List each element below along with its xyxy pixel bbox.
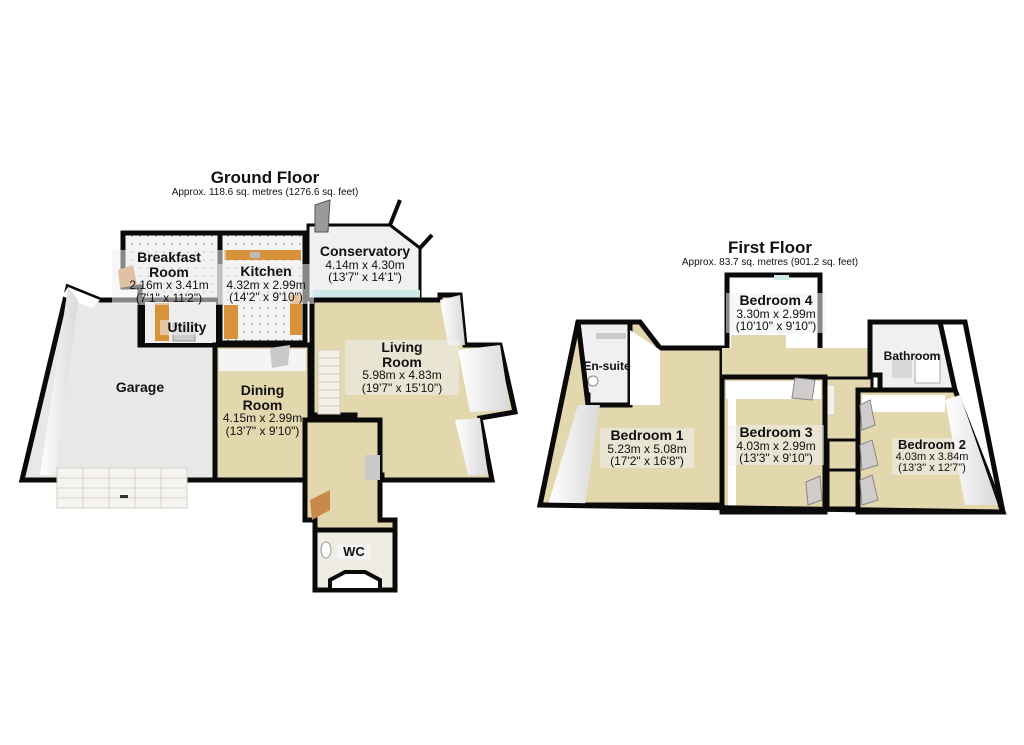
cupboards [826, 438, 860, 510]
breakfast-room-label: Breakfast Room 2.16m x 3.41m (7'1" x 11'… [112, 250, 226, 305]
breakfast-room-imperial: (7'1" x 11'2") [135, 290, 203, 305]
bedroom-1-label: Bedroom 1 5.23m x 5.08m (17'2" x 16'8") [600, 428, 694, 468]
first-floor-area: Approx. 83.7 sq. metres (901.2 sq. feet) [681, 257, 859, 268]
breakfast-room-metric: 2.16m x 3.41m [129, 278, 209, 293]
bedroom-1-name: Bedroom 1 [610, 427, 684, 443]
utility-label: Utility [160, 320, 214, 335]
dining-room-label: Dining Room 4.15m x 2.99m (13'7" x 9'10"… [215, 383, 310, 438]
kitchen-metric: 4.32m x 2.99m [226, 277, 306, 292]
bedroom-3-metric: 4.03m x 2.99m [736, 438, 816, 453]
bathroom-label: Bathroom [878, 350, 946, 363]
bedroom-3-imperial: (13'3" x 9'10") [739, 451, 813, 466]
ground-floor-title: Ground Floor [210, 168, 320, 187]
dining-room-name-2: Room [242, 396, 283, 413]
bedroom-1-room [536, 319, 725, 508]
conservatory-metric: 4.14m x 4.30m [325, 257, 405, 272]
dining-room-metric: 4.15m x 2.99m [222, 411, 303, 426]
breakfast-room-name-2: Room [149, 263, 189, 280]
dining-room-imperial: (13'7" x 9'10") [225, 423, 300, 438]
bedroom-2-metric: 4.03m x 3.84m [895, 450, 969, 463]
garage-room [18, 283, 218, 509]
bedroom-3-label: Bedroom 3 4.03m x 2.99m (13'3" x 9'10") [728, 425, 824, 465]
living-room-label: Living Room 5.98m x 4.83m (19'7" x 15'10… [345, 340, 459, 395]
bedroom-2-label: Bedroom 2 4.03m x 3.84m (13'3" x 12'7") [892, 438, 972, 475]
utility-name: Utility [167, 319, 207, 335]
dining-room-name: Dining [240, 382, 285, 398]
en-suite-name: En-suite [583, 359, 631, 373]
garage-label: Garage [100, 380, 180, 395]
conservatory-label: Conservatory 4.14m x 4.30m (13'7" x 14'1… [310, 244, 420, 284]
garage-name: Garage [115, 379, 165, 395]
kitchen-name: Kitchen [240, 263, 292, 279]
staircase [317, 349, 341, 415]
en-suite-label: En-suite [582, 360, 632, 373]
bedroom-2-name: Bedroom 2 [898, 437, 966, 452]
bedroom-4-imperial: (10'10" x 9'10") [735, 319, 817, 334]
living-room-metric: 5.98m x 4.83m [362, 368, 442, 383]
bedroom-4-name: Bedroom 4 [739, 292, 813, 308]
living-room-imperial: (19'7" x 15'10") [361, 380, 443, 395]
kitchen-imperial: (14'2" x 9'10") [229, 290, 303, 305]
conservatory-name: Conservatory [319, 243, 411, 259]
conservatory-imperial: (13'7" x 14'1") [328, 270, 402, 285]
bedroom-1-metric: 5.23m x 5.08m [607, 441, 687, 456]
ground-floor-area: Approx. 118.6 sq. metres (1276.6 sq. fee… [171, 187, 359, 198]
bedroom-4-label: Bedroom 4 3.30m x 2.99m (10'10" x 9'10") [726, 293, 826, 333]
kitchen-label: Kitchen 4.32m x 2.99m (14'2" x 9'10") [218, 264, 314, 304]
conservatory-room [306, 199, 434, 302]
bedroom-1-imperial: (17'2" x 16'8") [610, 454, 684, 469]
first-floor-title: First Floor [727, 238, 813, 257]
wc-room [312, 527, 398, 593]
wc-name: WC [343, 544, 365, 559]
breakfast-room-name: Breakfast [137, 249, 201, 265]
bedroom-4-metric: 3.30m x 2.99m [736, 306, 816, 321]
bedroom-2-imperial: (13'3" x 12'7") [898, 462, 966, 475]
bedroom-3-name: Bedroom 3 [739, 424, 813, 440]
dining-room [212, 342, 313, 483]
living-room-name: Living [381, 339, 423, 355]
living-room-name-2: Room [382, 353, 422, 370]
bathroom-name: Bathroom [883, 349, 941, 363]
wc-label: WC [337, 545, 371, 559]
